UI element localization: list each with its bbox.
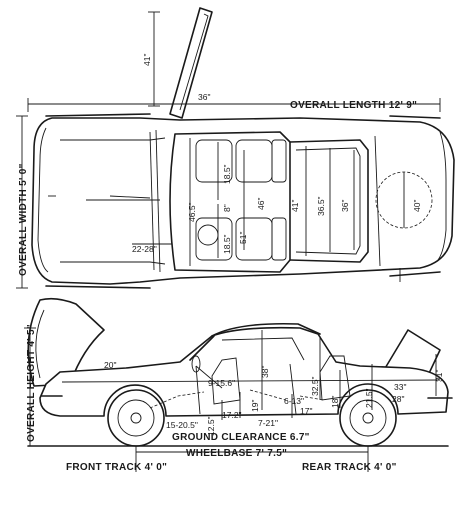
seat-angle-label: 15-20.5" xyxy=(166,420,198,430)
overall-width-label: OVERALL WIDTH 5' 0" xyxy=(18,163,29,276)
step-height-label: 12.5" xyxy=(206,416,216,436)
side-view xyxy=(24,297,453,472)
top-view xyxy=(16,7,455,289)
spare-wheel-label: 40" xyxy=(412,200,422,212)
front-track-label: FRONT TRACK 4' 0" xyxy=(66,462,167,473)
boot-length-label: 33" xyxy=(394,382,406,392)
rear-track-label: REAR TRACK 4' 0" xyxy=(302,462,397,473)
open-bonnet-top xyxy=(169,7,213,119)
boot-depth-label: 18" xyxy=(330,396,340,408)
headroom-label: 38" xyxy=(260,366,270,378)
door-height-label: 6-13" xyxy=(284,396,304,406)
seat-depth-label: 51" xyxy=(238,232,248,244)
seat-gap-label: 8" xyxy=(222,204,232,212)
open-bonnet-side xyxy=(27,297,105,387)
car-body-side-outline xyxy=(39,326,449,417)
bonnet-open-height-label: 41" xyxy=(142,54,152,66)
seat-back-width-label: 46" xyxy=(256,198,266,210)
side-bonnet-angle-label: 20" xyxy=(104,360,116,370)
cushion-height-label: 19" xyxy=(250,400,260,412)
seat-width-bottom-label: 18.5" xyxy=(222,234,232,254)
front-seat-left xyxy=(195,139,233,183)
rear-leg-label: 7-21" xyxy=(258,418,278,428)
rear-seat-height-label: 32.5" xyxy=(310,376,320,396)
wheelbase-label: WHEELBASE 7' 7.5" xyxy=(186,448,287,459)
boot-height-label: 31" xyxy=(434,370,444,382)
ground-clearance-label: GROUND CLEARANCE 6.7" xyxy=(172,432,310,443)
bonnet-angle-label: 36" xyxy=(198,92,210,102)
cabin-width-label: 46.5" xyxy=(187,202,197,222)
boot-width-label: 36.5" xyxy=(316,196,326,216)
pedal-distance-label: 22-28" xyxy=(132,244,157,254)
seat-height-label: 9-15.6" xyxy=(208,378,235,388)
overall-length-label: OVERALL LENGTH 12' 9" xyxy=(290,100,417,111)
seat-width-top-label: 18.5" xyxy=(222,164,232,184)
leg-room-label: 17.2" xyxy=(222,410,242,420)
rear-head-label: 21.5" xyxy=(364,388,374,408)
rear-knee-label: 17" xyxy=(300,406,312,416)
boot-floor-label: 28" xyxy=(392,394,404,404)
boot-inner-label: 36" xyxy=(340,200,350,212)
car-body-top-outline xyxy=(31,117,455,285)
rear-seat-width-label: 41" xyxy=(290,200,300,212)
overall-height-label: OVERALL HEIGHT 4' 5" xyxy=(26,324,37,442)
cockpit-opening xyxy=(169,131,291,273)
front-wheel xyxy=(107,389,165,447)
